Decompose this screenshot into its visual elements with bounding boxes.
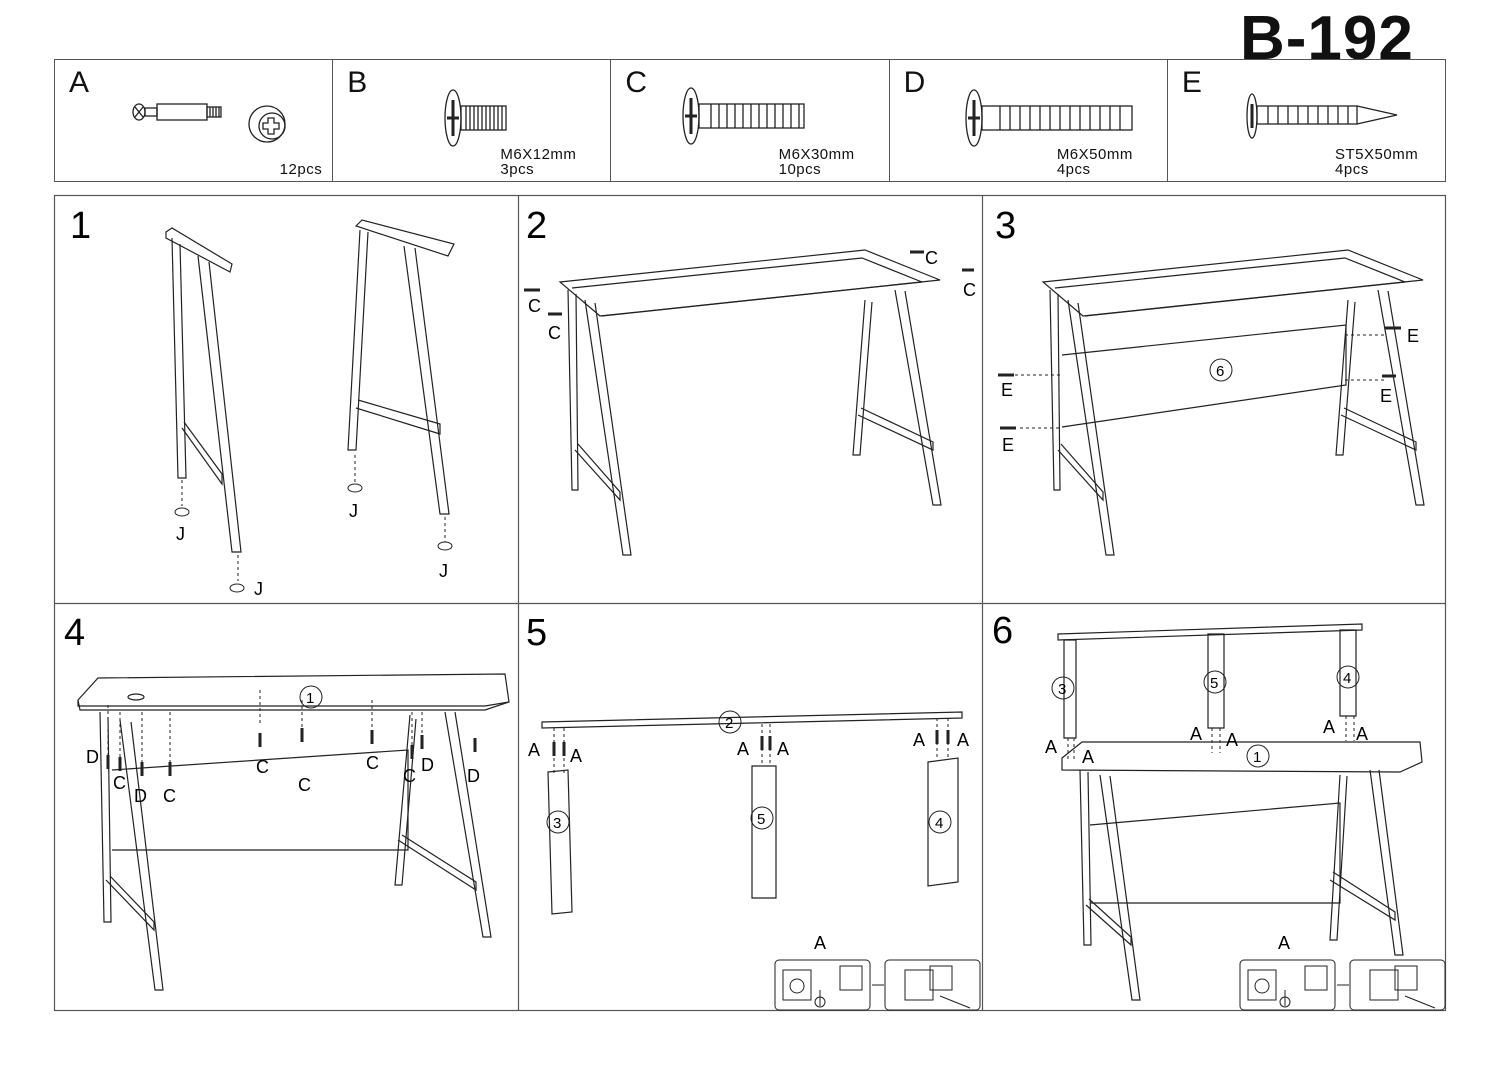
- callout-label: J: [349, 501, 358, 521]
- part-size: M6X50mm: [1056, 146, 1133, 163]
- cam-lock-fitting-icon: [132, 103, 286, 143]
- bolt-icon: [682, 87, 806, 145]
- step-grid: [53, 194, 1447, 1012]
- model-number-title: B-192: [1234, 6, 1420, 72]
- part-letter: B: [347, 66, 368, 99]
- callout-label: D: [86, 747, 99, 767]
- step-number: 5: [526, 612, 547, 654]
- part-size: ST5X50mm: [1335, 146, 1419, 163]
- hutch-parts-drawing: [541, 711, 963, 915]
- frame-drawing: [558, 249, 942, 556]
- part-number-label: 3: [1058, 681, 1066, 698]
- callout-label: A: [1323, 717, 1335, 737]
- callout-label: J: [176, 524, 185, 544]
- callout-label: C: [403, 766, 416, 786]
- part-number-label: 5: [757, 811, 765, 828]
- callout-label: C: [366, 753, 379, 773]
- part-number-label: 6: [1216, 363, 1224, 380]
- part-c: C M6X30mm 10pcs: [611, 60, 890, 181]
- callout-label: A: [1226, 730, 1238, 750]
- assembled-desk-drawing: [1057, 623, 1423, 1001]
- callout-label: A: [1278, 933, 1290, 953]
- step-3: 3 6 E E E E: [995, 205, 1425, 556]
- part-number-label: 3: [553, 815, 561, 832]
- part-quantity: 12pcs: [279, 161, 323, 178]
- callout-label: D: [134, 786, 147, 806]
- callout-label: A: [570, 746, 582, 766]
- step-5: 5 2 3 5 4 A A A A A A A: [526, 612, 981, 1011]
- callout-label: D: [467, 766, 480, 786]
- part-letter: E: [1181, 66, 1202, 99]
- step-6: 6 3 5 4 1 A A A A A A A: [992, 610, 1446, 1011]
- callout-label: C: [528, 296, 541, 316]
- part-quantity: 4pcs: [1056, 161, 1091, 178]
- part-size: M6X30mm: [778, 146, 855, 163]
- callout-label: C: [963, 280, 976, 300]
- part-quantity: 3pcs: [500, 161, 535, 178]
- bolt-icon: [444, 89, 507, 147]
- wood-screw-icon: [1246, 93, 1397, 139]
- callout-label: E: [1001, 380, 1013, 400]
- part-quantity: 10pcs: [778, 161, 822, 178]
- frame-with-panel-drawing: [1041, 249, 1425, 556]
- callout-label: C: [298, 775, 311, 795]
- part-letter: D: [903, 66, 926, 99]
- callout-label: A: [737, 739, 749, 759]
- part-number-label: 1: [1253, 749, 1261, 766]
- step-number: 6: [992, 610, 1013, 652]
- part-letter: A: [69, 66, 90, 99]
- part-letter: C: [625, 66, 648, 99]
- callout-label: E: [1380, 386, 1392, 406]
- bolt-icon: [964, 89, 1133, 147]
- callout-label: A: [777, 739, 789, 759]
- step-2: 2 C C C C: [524, 205, 976, 556]
- step-4: 4 1 D C D C C C C C D D: [64, 612, 510, 991]
- callout-label: D: [421, 755, 434, 775]
- callout-label: E: [1407, 326, 1419, 346]
- step-1: 1 J J J J: [70, 205, 455, 599]
- part-number-label: 1: [306, 690, 314, 707]
- part-b: B M6X12mm 3pcs: [333, 60, 612, 181]
- part-quantity: 4pcs: [1335, 161, 1369, 178]
- part-size: M6X12mm: [500, 146, 577, 163]
- callout-label: C: [548, 323, 561, 343]
- part-number-label: 4: [935, 815, 943, 832]
- callout-label: A: [1045, 737, 1057, 757]
- callout-label: C: [256, 757, 269, 777]
- callout-label: C: [163, 786, 176, 806]
- callout-label: J: [439, 561, 448, 581]
- part-number-label: 5: [1210, 675, 1218, 692]
- step-number: 2: [526, 205, 547, 247]
- step-number: 4: [64, 612, 85, 654]
- callout-label: J: [254, 579, 263, 599]
- part-a: A 12pcs: [55, 60, 334, 181]
- parts-list: A 12pcs B M6X12mm 3pcs: [54, 59, 1446, 182]
- callout-label: A: [913, 730, 925, 750]
- callout-label: A: [528, 740, 540, 760]
- callout-label: A: [1082, 747, 1094, 767]
- callout-label: A: [814, 933, 826, 953]
- cam-lock-detail-inset: [774, 959, 981, 1011]
- leg-frame-drawing: [165, 219, 455, 553]
- callout-label: A: [1356, 724, 1368, 744]
- callout-label: A: [1190, 724, 1202, 744]
- callout-label: A: [957, 730, 969, 750]
- part-e: E ST5X50mm 4pcs: [1168, 60, 1445, 181]
- foot-pad-icon: [174, 483, 453, 593]
- cam-lock-detail-inset: [1239, 959, 1446, 1011]
- step-number: 1: [70, 205, 91, 247]
- part-number-label: 2: [725, 715, 733, 732]
- callout-label: C: [113, 773, 126, 793]
- part-number-label: 4: [1343, 670, 1351, 687]
- callout-label: E: [1002, 435, 1014, 455]
- callout-label: C: [925, 248, 938, 268]
- desk-drawing: [77, 673, 510, 991]
- part-d: D M6X50mm 4pcs: [890, 60, 1168, 181]
- step-number: 3: [995, 205, 1016, 247]
